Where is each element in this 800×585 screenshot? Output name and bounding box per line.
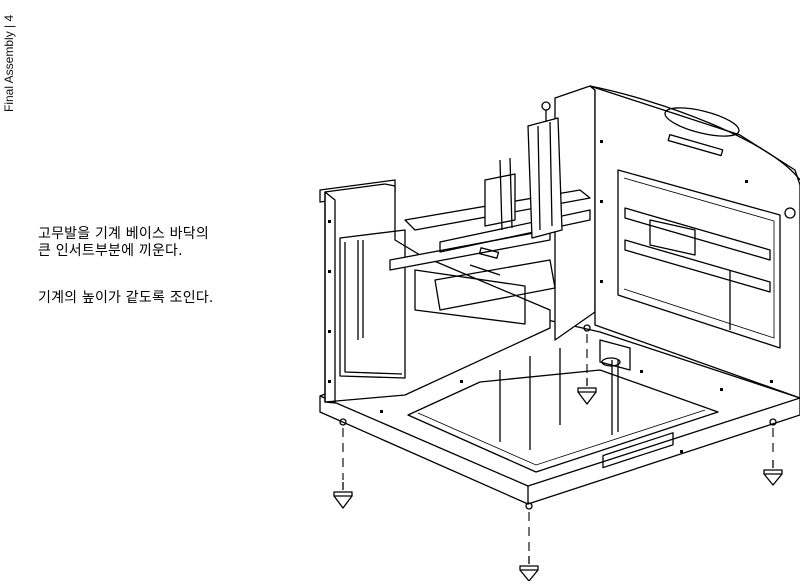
- rubber-foot-left: [333, 418, 353, 509]
- instruction-step-1-line-1: 고무발을 기계 베이스 바닥의: [38, 226, 209, 242]
- instruction-step-1: 고무발을 기계 베이스 바닥의 큰 인서트부분에 끼운다.: [38, 226, 209, 260]
- rubber-foot-center: [577, 324, 597, 405]
- machine-assembly-drawing: [300, 80, 800, 582]
- instruction-step-2: 기계의 높이가 같도록 조인다.: [38, 290, 214, 306]
- rubber-foot-front: [519, 502, 539, 582]
- gantry-assembly: [389, 101, 771, 330]
- lower-frame: [499, 339, 631, 450]
- rubber-foot-right: [763, 418, 783, 486]
- fastener-marks: [328, 140, 773, 453]
- section-label-text: Final Assembly | 4: [2, 14, 16, 112]
- instruction-step-1-line-2: 큰 인서트부분에 끼운다.: [38, 243, 183, 259]
- section-label: Final Assembly | 4: [2, 0, 16, 112]
